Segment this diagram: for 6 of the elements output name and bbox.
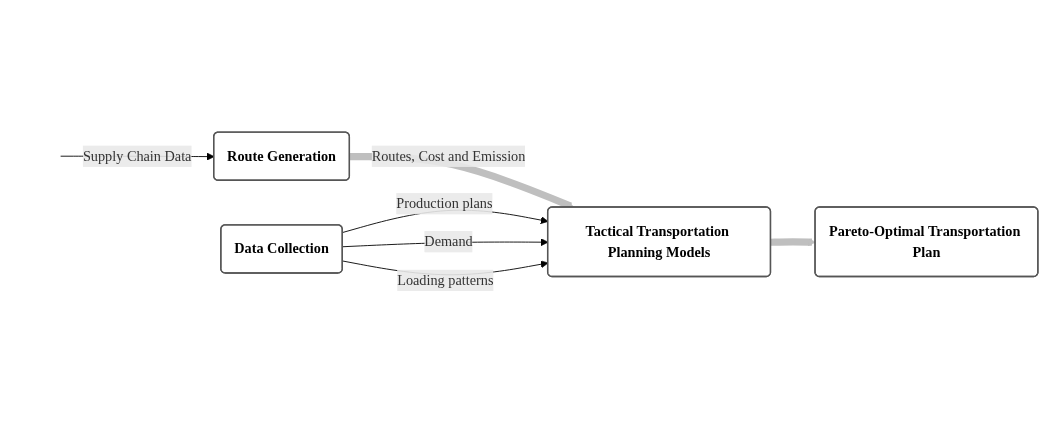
edge-label: Loading patterns (397, 272, 494, 288)
edge-label: Routes, Cost and Emission (371, 148, 526, 164)
edge-label: Supply Chain Data (82, 148, 192, 164)
edge-label: Production plans (396, 195, 493, 211)
edge-label: Demand (424, 233, 473, 249)
arrow (770, 238, 816, 246)
